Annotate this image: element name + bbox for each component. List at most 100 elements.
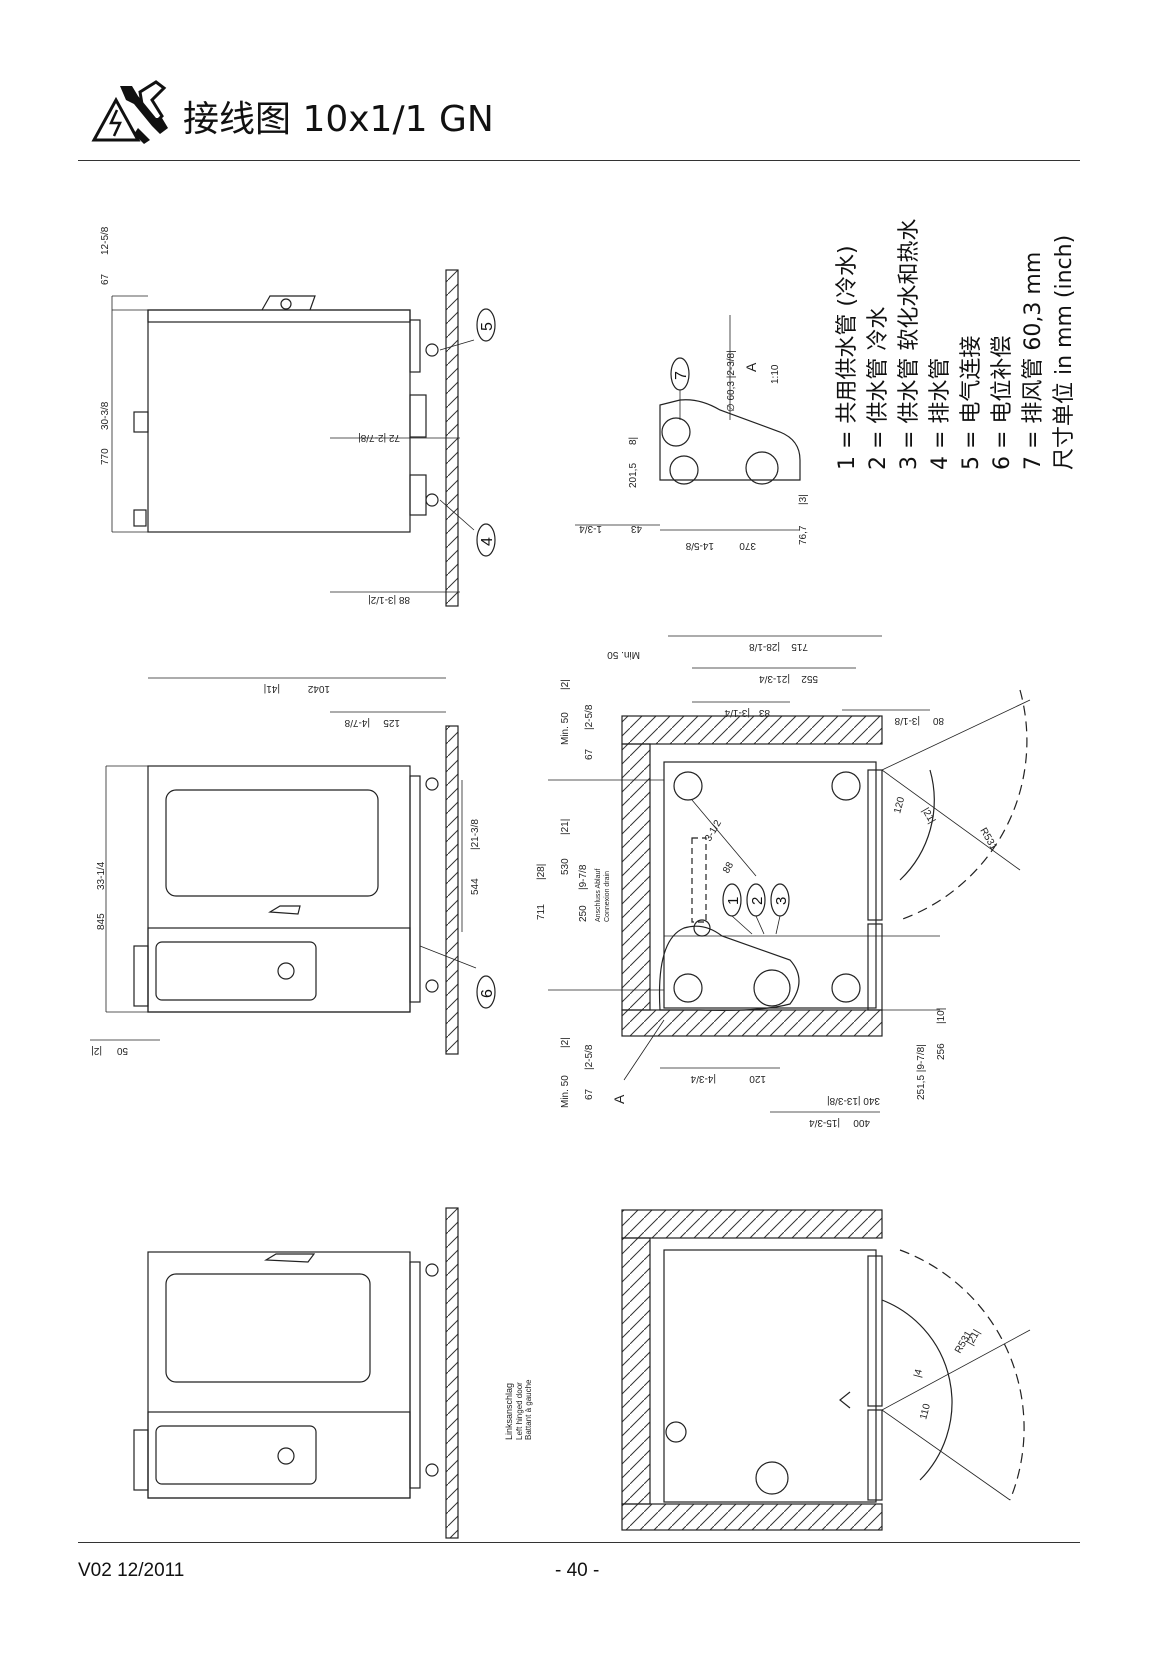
dim-a: A <box>743 362 759 372</box>
dim-88: 88 |3-1/2| <box>368 594 410 605</box>
dim-711: 711 <box>536 904 547 920</box>
dim-3-1-2: 3-1/2 <box>703 818 724 844</box>
dim-scale: 1:10 <box>770 364 781 384</box>
footer-rule <box>78 1542 1080 1543</box>
dim-120: 120 <box>892 795 907 814</box>
dim-120b: 120 <box>749 1073 766 1084</box>
dim-370: 370 <box>739 540 756 551</box>
dim-400: 400 <box>853 1117 870 1128</box>
dim-14-5-8: 14-5/8 <box>685 540 714 551</box>
detail-a-dims: A 1:10 ∅ 60,3 |2-3/8| 8| 201,5 43 1-3/4 … <box>579 350 809 551</box>
dim-28-1-8: |28-1/8 <box>749 641 780 652</box>
callout-4: 4 <box>479 537 496 546</box>
dim-201: 201,5 <box>628 463 639 488</box>
dim-15-3-4: |15-3/4 <box>809 1117 840 1128</box>
document-version: V02 12/2011 <box>78 1560 185 1581</box>
dim-min50b: Min. 50 <box>560 712 571 745</box>
dim-845: 845 <box>96 913 107 930</box>
callout-6: 6 <box>479 989 496 998</box>
bottom-right-top-view <box>621 1209 1031 1531</box>
dim-41: |41| <box>264 683 280 694</box>
dim-83: 83 <box>758 707 770 718</box>
dim-8: 8| <box>628 437 639 445</box>
legend-unit-note: 尺寸单位 in mm (inch) <box>1052 234 1077 470</box>
bottom-left-front-view <box>133 1207 459 1539</box>
detail-a-view <box>575 315 801 531</box>
mid-left-dims: 1042 |41| 125 |4-7/8 845 33-1/4 544 |21-… <box>91 683 481 1056</box>
dim-531: R531 <box>977 826 999 853</box>
dim-3: |3| <box>798 494 809 505</box>
dim-anschluss: Anschluss Ablauf <box>595 869 602 922</box>
dim-43: 43 <box>630 523 642 534</box>
dim-min50: Min. 50 <box>607 649 640 660</box>
dim-4: |4 <box>912 1368 925 1379</box>
dim-544: 544 <box>470 878 481 895</box>
mid-right-top-view <box>548 635 1031 1113</box>
dim-67c: 67 <box>584 1088 595 1100</box>
dim-12-5-8: 12-5/8 <box>100 226 111 255</box>
mid-right-dims: Min. 50 715 |28-1/8 552 |21-3/4 83 |3-1/… <box>536 641 999 1128</box>
dim-21: |21| <box>560 819 571 835</box>
dim-50: 50 <box>116 1045 128 1056</box>
dim-21c: |21| <box>965 1328 983 1348</box>
callout-3: 3 <box>773 897 790 905</box>
dim-251: 251,5 |9-7/8| <box>916 1044 927 1100</box>
callout-7: 7 <box>673 371 690 380</box>
dim-28: |28| <box>536 864 547 880</box>
dim-1-3-4: 1-3/4 <box>579 523 602 534</box>
dim-76: 76,7 <box>798 525 809 545</box>
dim-2-5-8b: |2-5/8 <box>584 1044 595 1070</box>
hinge-note: Linksanschlag Left hinged door Battant à… <box>504 1379 533 1440</box>
legend-item-2: 2 = 供水管 冷水 <box>866 306 891 470</box>
dim-110: 110 <box>918 1402 933 1421</box>
hinge-line-2: Left hinged door <box>515 1382 524 1440</box>
legend-item-4: 4 = 排水管 <box>928 357 953 470</box>
dim-340: 340 |13-3/8| <box>827 1095 880 1106</box>
dim-9-7-8: |9-7/8 <box>578 864 589 890</box>
legend-rotated: 1 = 共用供水管 (冷水) 2 = 供水管 冷水 3 = 供水管 软化水和热水… <box>832 219 1080 470</box>
dim-250: 250 <box>578 905 589 922</box>
dim-2b: |2| <box>560 679 571 690</box>
dim-21-3-4: |21-3/4 <box>759 673 790 684</box>
dim-33-1-4: 33-1/4 <box>96 861 107 890</box>
top-left-dims: 67 12-5/8 770 30-3/8 72 |2-7/8| 88 |3-1/… <box>100 226 410 605</box>
dim-67: 67 <box>100 273 111 285</box>
top-left-side-view <box>111 269 496 607</box>
page-header: 接线图 10x1/1 GN <box>78 72 1078 162</box>
callout-1: 1 <box>725 897 742 905</box>
dim-2: |2| <box>91 1045 102 1056</box>
dim-72: 72 |2-7/8| <box>358 432 400 443</box>
dim-3-1-4: |3-1/4 <box>724 707 750 718</box>
dim-256: 256 <box>936 1043 947 1060</box>
dim-88b: 88 <box>721 860 736 876</box>
dim-30-3-8: 30-3/8 <box>100 401 111 430</box>
dim-125: 125 <box>383 717 400 728</box>
legend-item-6: 6 = 电位补偿 <box>990 335 1015 470</box>
dim-pipe: ∅ 60,3 |2-3/8| <box>726 350 737 412</box>
dim-a2: A <box>611 1094 627 1104</box>
mid-left-front-view <box>90 677 496 1055</box>
dim-21-3-8: |21-3/8 <box>470 819 481 850</box>
dim-4-7-8: |4-7/8 <box>344 717 370 728</box>
legend-item-1: 1 = 共用供水管 (冷水) <box>835 245 860 470</box>
dim-715: 715 <box>791 641 808 652</box>
header-rule <box>78 160 1080 161</box>
hinge-line-3: Battant à gauche <box>524 1379 533 1440</box>
dim-3-1-8: |3-1/8 <box>894 715 920 726</box>
dim-80: 80 <box>932 715 944 726</box>
callout-5: 5 <box>479 322 496 331</box>
dim-10: |10| <box>936 1008 947 1024</box>
page-title: 接线图 10x1/1 GN <box>183 99 494 140</box>
dim-530: 530 <box>560 858 571 875</box>
dim-min50c: Min. 50 <box>560 1075 571 1108</box>
dim-67b: 67 <box>584 748 595 760</box>
dim-770: 770 <box>100 448 111 465</box>
hinge-line-1: Linksanschlag <box>504 1383 514 1440</box>
page-number: - 40 - <box>555 1560 600 1581</box>
dim-1042: 1042 <box>307 683 330 694</box>
dim-connexion: Connexion drain <box>604 871 611 922</box>
legend-item-3: 3 = 供水管 软化水和热水 <box>897 218 922 470</box>
warning-electric-tools-icon <box>91 80 168 144</box>
dim-4-3-4: |4-3/4 <box>690 1073 716 1084</box>
